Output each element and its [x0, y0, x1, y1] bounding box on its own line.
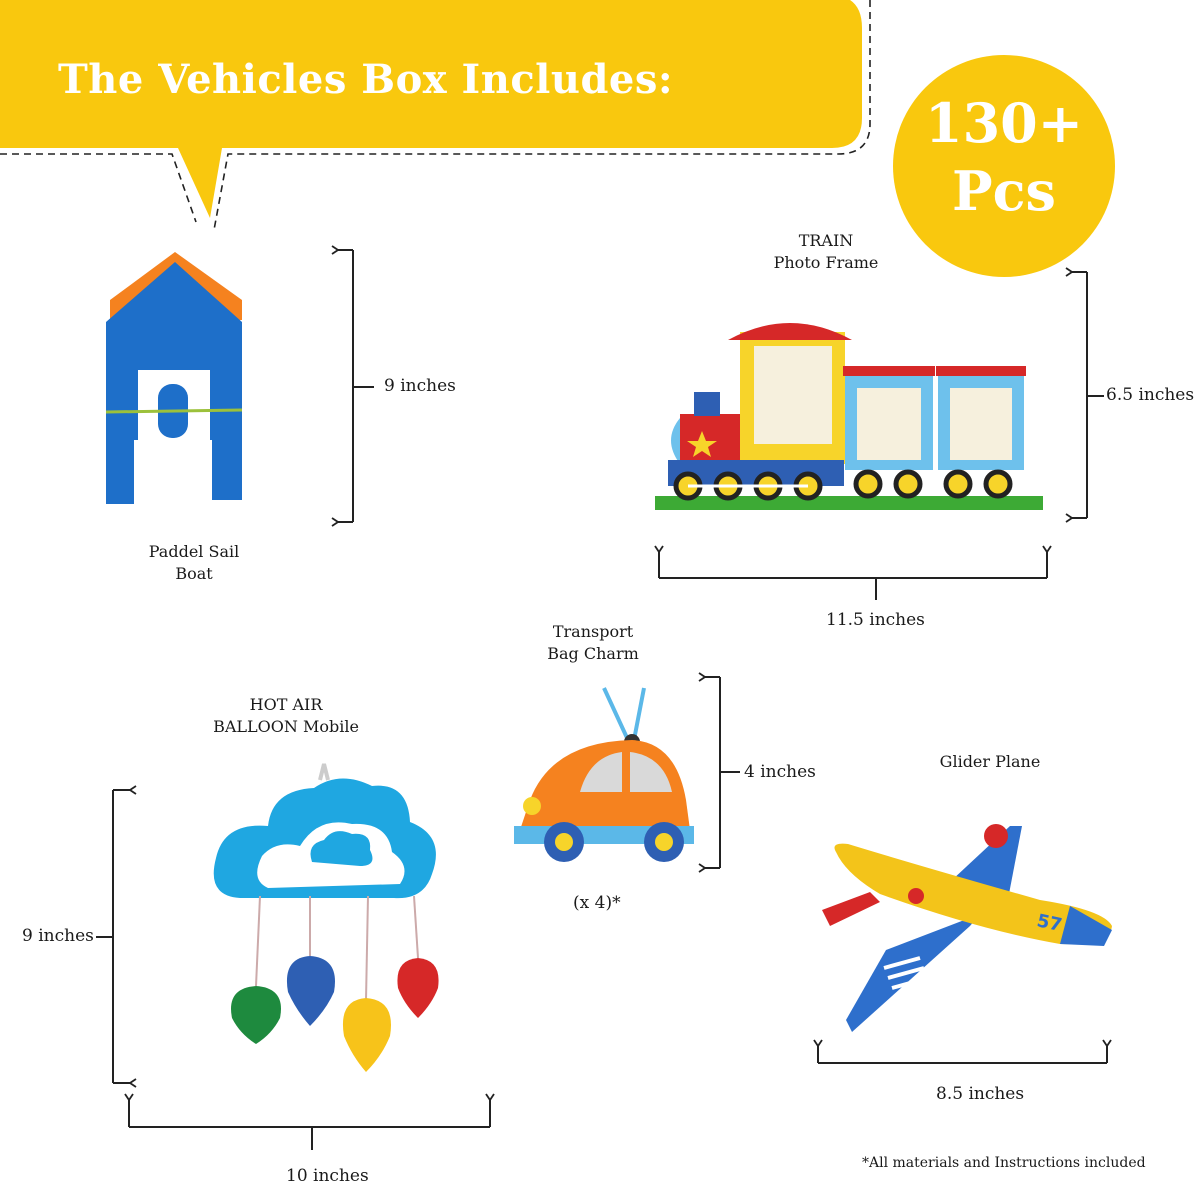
dimension-arrow-icon: [698, 672, 740, 873]
speech-bubble-icon: [213, 0, 871, 231]
train-name: TRAIN Photo Frame: [773, 231, 879, 272]
boat-illustration: [105, 252, 243, 504]
plane-width: 8.5 inches: [936, 1084, 1025, 1104]
charm-height: 4 inches: [744, 762, 816, 782]
train-height: 6.5 inches: [1106, 385, 1195, 405]
dimension-arrow-icon: [654, 267, 1104, 600]
star-icon: [687, 431, 717, 457]
badge-count: 130+: [925, 91, 1083, 155]
car-charm-illustration: [514, 687, 694, 862]
plane-tail-number: 57: [1035, 910, 1064, 936]
balloon-name: HOT AIR BALLOON Mobile: [213, 695, 359, 736]
footnote: *All materials and Instructions included: [862, 1155, 1146, 1171]
balloon-height: 9 inches: [22, 926, 94, 946]
boat-height: 9 inches: [384, 376, 456, 396]
charm-quantity: (x 4)*: [573, 893, 621, 913]
balloon-mobile-illustration: [213, 763, 439, 1072]
page-title: The Vehicles Box Includes:: [58, 56, 674, 103]
dimension-arrow-icon: [813, 1039, 1112, 1064]
charm-name: Transport Bag Charm: [547, 622, 639, 663]
badge-unit: Pcs: [952, 159, 1056, 223]
train-width: 11.5 inches: [826, 610, 925, 630]
balloon-width: 10 inches: [286, 1166, 369, 1186]
piece-count-badge: 130+ Pcs: [893, 55, 1115, 277]
plane-name: Glider Plane: [939, 752, 1041, 771]
train-illustration: [655, 323, 1043, 510]
glider-plane-illustration: 57: [822, 824, 1112, 1032]
dimension-arrow-icon: [96, 785, 495, 1150]
boat-name: Paddel Sail Boat: [148, 542, 240, 583]
dimension-arrow-icon: [331, 245, 374, 527]
